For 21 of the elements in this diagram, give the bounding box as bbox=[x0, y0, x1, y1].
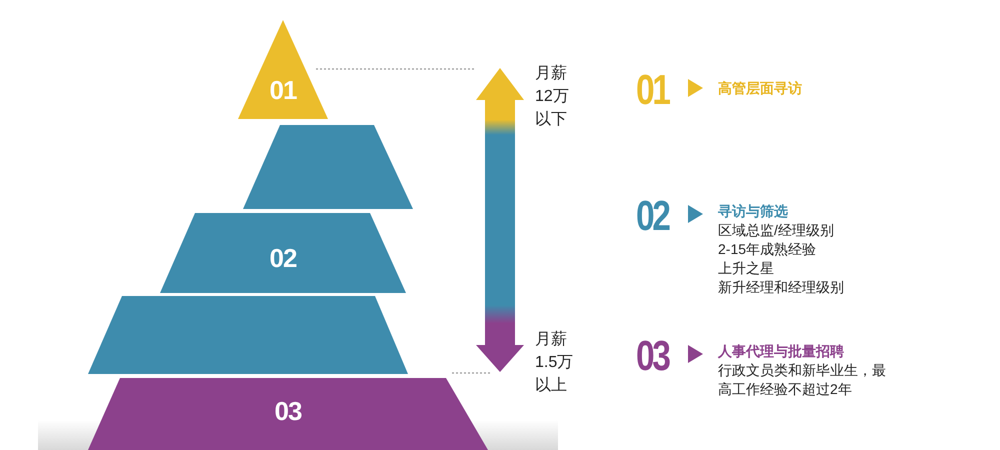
description-text: 行政文员类和新毕业生，最高工作经验不超过2年 bbox=[718, 361, 887, 399]
step-number: 01 bbox=[636, 68, 669, 112]
salary-note: 月薪1.5万以上 bbox=[535, 330, 574, 396]
triangle-tier bbox=[238, 20, 328, 119]
trapezoid-shape bbox=[88, 296, 408, 374]
step-heading: 高管层面寻访 bbox=[718, 79, 802, 98]
step-number: 03 bbox=[636, 334, 669, 378]
description-text: 2-15年成熟经验 bbox=[718, 240, 816, 259]
salary-note: 月薪12万以下 bbox=[535, 64, 570, 130]
tier-number: 03 bbox=[274, 396, 302, 426]
trapezoid-tier bbox=[88, 378, 488, 450]
tier-number: 02 bbox=[270, 243, 296, 273]
trapezoid-shape bbox=[243, 125, 413, 209]
step-heading: 人事代理与批量招聘 bbox=[718, 342, 844, 361]
trapezoid-tier bbox=[160, 213, 406, 293]
description-text: 新升经理和经理级别 bbox=[718, 278, 844, 297]
step-number: 02 bbox=[636, 194, 669, 238]
step-heading: 寻访与筛选 bbox=[718, 202, 788, 221]
description-text: 区域总监/经理级别 bbox=[718, 221, 834, 240]
tier-number: 01 bbox=[270, 75, 296, 105]
description-text: 上升之星 bbox=[718, 259, 774, 278]
